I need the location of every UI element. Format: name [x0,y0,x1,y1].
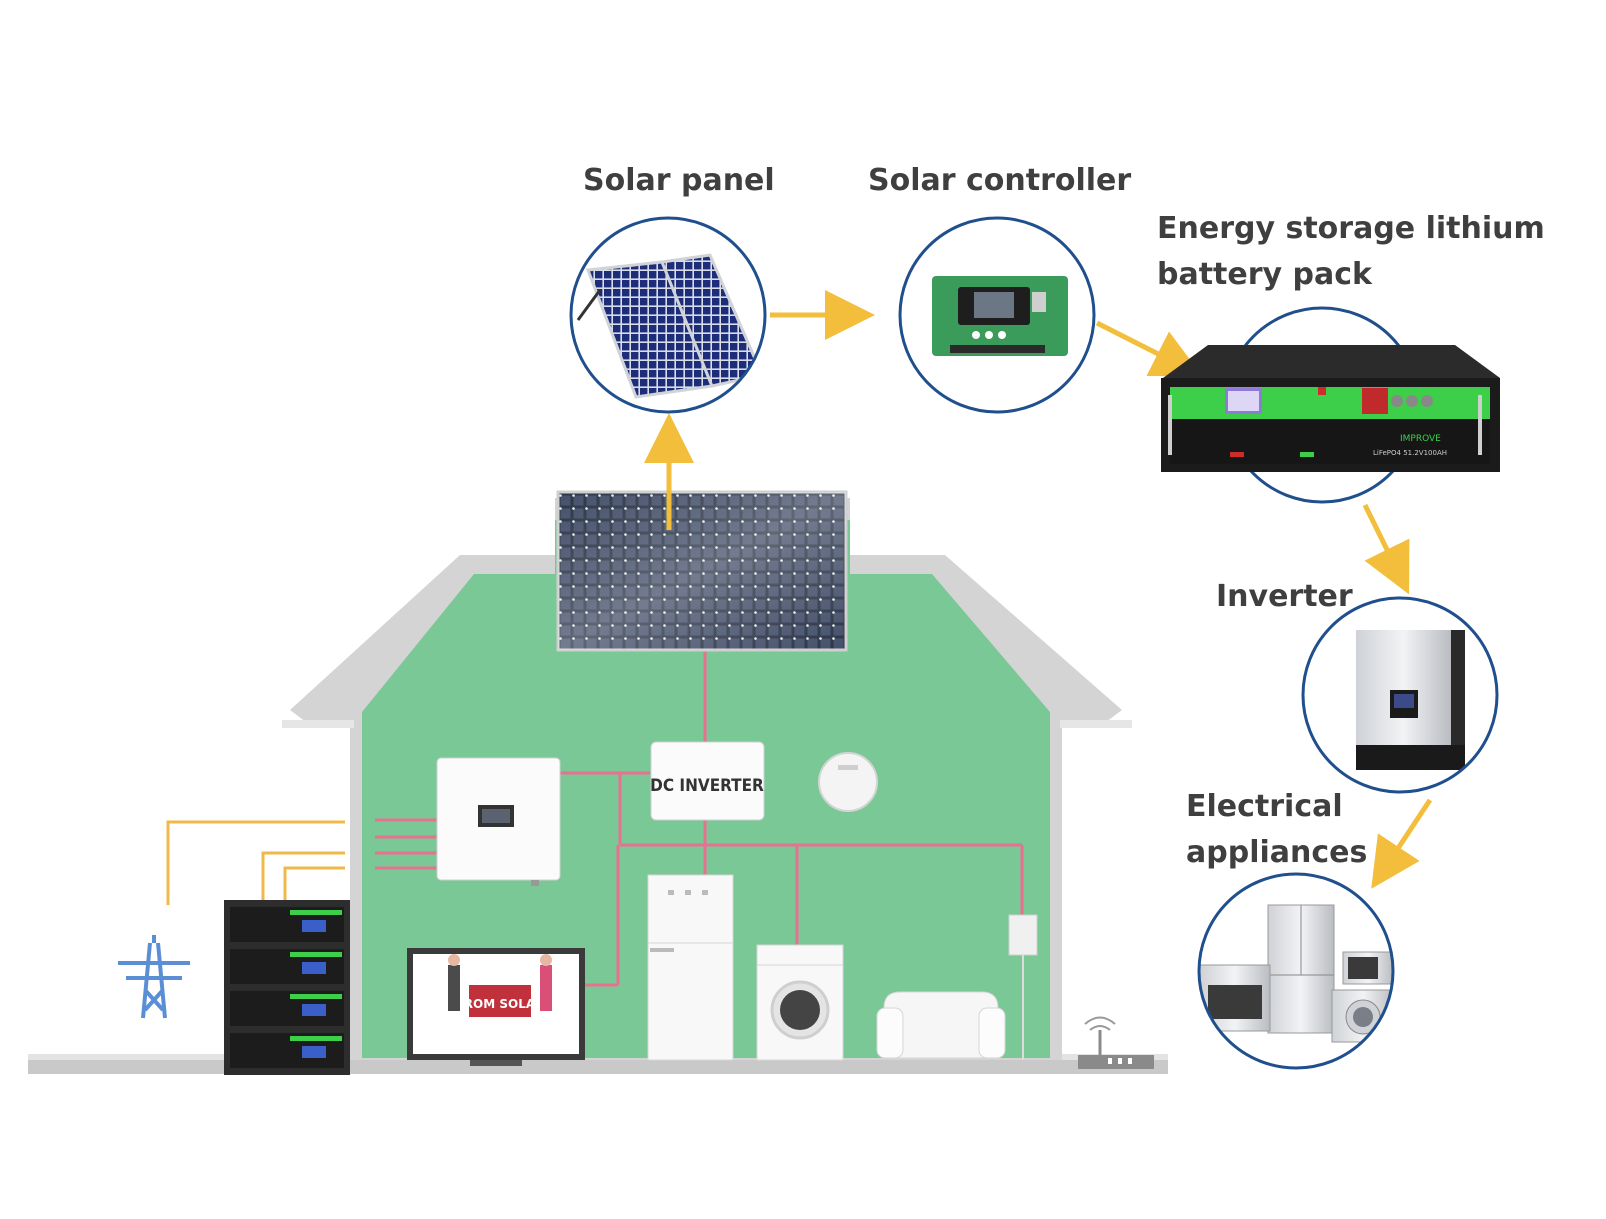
arrow-battery-to-inverter [1362,503,1410,595]
battery-brand: IMPROVE [1400,434,1441,444]
label-inverter: Inverter [1216,579,1353,614]
television: FROM SOLAR [407,948,585,1066]
label-appliances-line1: Electrical [1186,789,1343,824]
house-illustration: DC INVERTER FROM SOLAR [28,490,1168,1075]
tv-caption: FROM SOLAR [456,997,545,1011]
label-battery-pack: Energy storage lithium battery pack [1157,206,1545,298]
dc-inverter-box: DC INVERTER [650,741,765,821]
label-battery-line2: battery pack [1157,257,1372,292]
solar-panel-icon [569,216,767,414]
wifi-router-icon [1078,1016,1154,1069]
label-electrical-appliances: Electrical appliances [1186,784,1367,876]
battery-rack [224,900,350,1075]
label-battery-line1: Energy storage lithium [1157,211,1545,246]
battery-pack-icon: IMPROVE LiFePO4 51.2V100AH [1161,306,1500,504]
battery-model: LiFePO4 51.2V100AH [1373,449,1447,457]
label-appliances-line2: appliances [1186,835,1368,870]
label-solar-panel: Solar panel [583,163,775,198]
inverter-icon [1301,596,1499,794]
thermostat-icon [818,752,878,812]
hybrid-inverter-box [436,757,561,886]
grid-wiring [166,820,345,905]
appliances-icon [1197,872,1395,1070]
label-solar-controller: Solar controller [868,163,1132,198]
arrow-controller-to-battery [1095,320,1203,377]
refrigerator [647,874,734,1061]
armchair [876,991,1006,1059]
washing-machine [756,944,844,1061]
charge-controller-icon [898,216,1096,414]
ground-slab [28,1060,1168,1074]
arrow-inverter-to-appliances [1371,798,1433,889]
transmission-tower-icon [118,935,190,1019]
wall-breaker-box [1008,914,1038,1060]
roof-solar-array [556,490,848,652]
dc-inverter-label: DC INVERTER [650,776,764,796]
house-wiring [375,650,1024,987]
flow-arrows [644,290,1433,889]
